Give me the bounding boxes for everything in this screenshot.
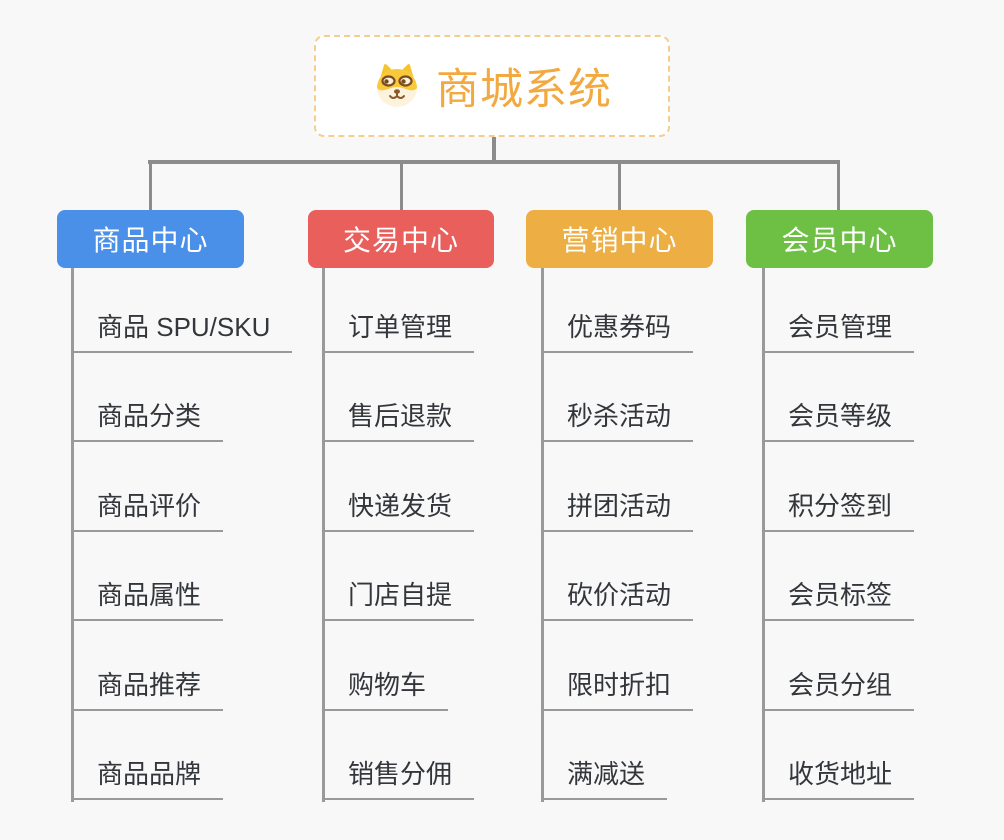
branch-label: 商品中心 xyxy=(92,225,209,256)
connector-drop-trade xyxy=(400,160,403,210)
leaf-node[interactable]: 销售分佣 xyxy=(322,756,475,800)
root-node-mall-system[interactable]: 商城系统 xyxy=(314,35,670,137)
leaf-node[interactable]: 商品 SPU/SKU xyxy=(71,309,293,353)
leaf-node[interactable]: 售后退款 xyxy=(322,398,475,442)
branch-node-product-center[interactable]: 商品中心 xyxy=(57,210,244,268)
leaf-node[interactable]: 限时折扣 xyxy=(541,667,694,711)
leaf-node[interactable]: 满减送 xyxy=(541,756,668,800)
dog-face-icon xyxy=(372,63,422,109)
connector-drop-marketing xyxy=(618,160,621,210)
branch-node-marketing-center[interactable]: 营销中心 xyxy=(526,210,713,268)
connector-drop-products xyxy=(149,160,152,210)
leaf-node[interactable]: 秒杀活动 xyxy=(541,398,694,442)
branch-node-trade-center[interactable]: 交易中心 xyxy=(308,210,494,268)
connector-horizontal-rail xyxy=(148,160,840,164)
leaf-node[interactable]: 门店自提 xyxy=(322,577,475,621)
leaf-node[interactable]: 会员等级 xyxy=(762,398,915,442)
leaf-node[interactable]: 购物车 xyxy=(322,667,449,711)
spine-marketing-center xyxy=(541,268,544,802)
leaf-node[interactable]: 商品推荐 xyxy=(71,667,224,711)
connector-drop-members xyxy=(837,160,840,210)
leaf-node[interactable]: 会员标签 xyxy=(762,577,915,621)
leaf-node[interactable]: 收货地址 xyxy=(762,756,915,800)
leaf-node[interactable]: 商品评价 xyxy=(71,488,224,532)
leaf-node[interactable]: 会员管理 xyxy=(762,309,915,353)
leaf-node[interactable]: 商品品牌 xyxy=(71,756,224,800)
leaf-node[interactable]: 订单管理 xyxy=(322,309,475,353)
branch-node-member-center[interactable]: 会员中心 xyxy=(746,210,933,268)
connector-root-stub xyxy=(492,137,496,162)
leaf-node[interactable]: 积分签到 xyxy=(762,488,915,532)
branch-label: 会员中心 xyxy=(781,225,898,256)
branch-label: 交易中心 xyxy=(342,225,459,256)
leaf-node[interactable]: 会员分组 xyxy=(762,667,915,711)
leaf-node[interactable]: 砍价活动 xyxy=(541,577,694,621)
spine-trade-center xyxy=(322,268,325,802)
leaf-node[interactable]: 商品属性 xyxy=(71,577,224,621)
leaf-node[interactable]: 商品分类 xyxy=(71,398,224,442)
branch-label: 营销中心 xyxy=(561,225,678,256)
leaf-node[interactable]: 快递发货 xyxy=(322,488,475,532)
root-node-label: 商城系统 xyxy=(436,66,612,114)
spine-member-center xyxy=(762,268,765,802)
spine-product-center xyxy=(71,268,74,802)
leaf-node[interactable]: 优惠券码 xyxy=(541,309,694,353)
leaf-node[interactable]: 拼团活动 xyxy=(541,488,694,532)
